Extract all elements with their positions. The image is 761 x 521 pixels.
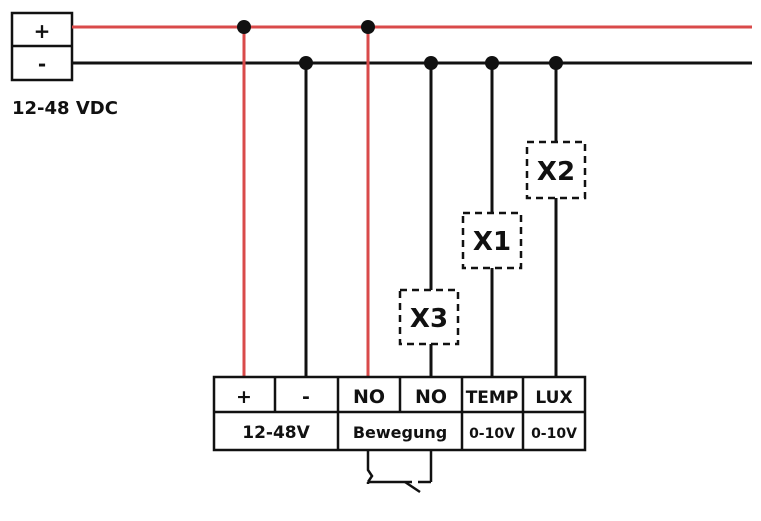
- terminal-label-temp: TEMP: [466, 388, 519, 408]
- relay-switch-contact: [404, 480, 421, 494]
- junction-dot-x2: [549, 56, 563, 70]
- terminal-label-temp-range: 0-10V: [469, 426, 515, 442]
- terminal-label-supply: 12-48V: [242, 423, 310, 443]
- terminal-label-minus: -: [302, 386, 310, 408]
- terminal-block: + - NO NO TEMP LUX 12-48V Bewegung 0-10V…: [212, 375, 587, 452]
- sensor-box-x1: [461, 211, 523, 270]
- sensor-box-x3: [398, 288, 460, 346]
- junction-dot-x1: [485, 56, 499, 70]
- sensor-label-x3: X3: [410, 304, 448, 334]
- junction-dot-no: [361, 20, 375, 34]
- terminal-label-no-2: NO: [415, 386, 447, 408]
- sensor-label-x2: X2: [537, 157, 575, 187]
- sensor-box-x2: [525, 140, 587, 200]
- terminal-label-lux-range: 0-10V: [531, 426, 577, 442]
- relay-switch-icon: [366, 450, 433, 494]
- supply-plus-label: +: [34, 19, 51, 43]
- relay-switch-left-lead: [366, 450, 374, 483]
- junction-dot-plus: [237, 20, 251, 34]
- junction-dot-minus: [299, 56, 313, 70]
- terminal-label-no-1: NO: [353, 386, 385, 408]
- supply-minus-label: -: [38, 52, 46, 76]
- terminal-label-bewegung: Bewegung: [353, 423, 447, 442]
- terminal-label-lux: LUX: [535, 388, 572, 408]
- junction-dot-x3: [424, 56, 438, 70]
- supply-voltage-label: 12-48 VDC: [12, 98, 118, 119]
- terminal-label-plus: +: [236, 386, 252, 408]
- sensor-label-x1: X1: [473, 227, 511, 257]
